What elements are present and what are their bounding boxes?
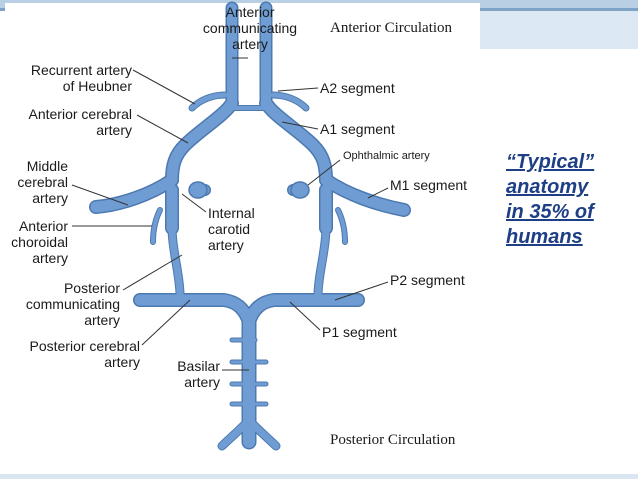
note-line3: in 35% of [506, 201, 594, 223]
leader-pcom [122, 254, 183, 291]
anterior-circulation-header: Anterior Circulation [330, 20, 453, 36]
label-basilar-line1: Basilar [177, 358, 220, 374]
label-ica: Internal carotid artery [208, 205, 255, 253]
leader-pca [141, 299, 191, 346]
label-basilar-line2: artery [184, 374, 220, 390]
left-ica-lumen [188, 181, 208, 199]
label-ach-line1: Anterior [18, 218, 68, 234]
leader-ica [181, 193, 207, 213]
leader-m1 [367, 187, 389, 199]
label-ach: Anterior choroidal artery [4, 218, 68, 266]
label-acom: Anterior communicating artery [190, 4, 310, 52]
label-acom-line2: communicating [202, 20, 298, 36]
label-pcom: Posterior communicating artery [8, 280, 120, 328]
label-a2: A2 segment [320, 80, 395, 96]
leader-lines [71, 57, 389, 371]
leader-aca [136, 114, 189, 144]
label-ach-line2: choroidal [11, 234, 68, 250]
label-a1: A1 segment [320, 121, 395, 137]
label-acom-line3: artery [232, 36, 268, 52]
label-ach-line3: artery [32, 250, 68, 266]
label-mca-line2: cerebral [17, 174, 68, 190]
leader-a1 [281, 121, 319, 130]
label-pca: Posterior cerebral artery [8, 338, 141, 370]
label-mca-line3: artery [32, 190, 68, 206]
label-acom-line1: Anterior [225, 4, 275, 20]
label-pca-line2: artery [104, 354, 140, 370]
label-aca-line1: Anterior cerebral [28, 106, 133, 122]
arteries [89, 1, 411, 451]
label-ophthalmic: Ophthalmic artery [343, 150, 430, 162]
label-pca-line1: Posterior cerebral [29, 338, 141, 354]
leader-a2 [277, 87, 319, 92]
label-heubner: Recurrent artery of Heubner [8, 62, 132, 94]
note-line4: humans [506, 226, 583, 248]
note-line2: anatomy [506, 176, 589, 198]
side-panel [480, 11, 638, 49]
leader-ophthalmic [307, 159, 341, 186]
label-heubner-line1: Recurrent artery [30, 62, 132, 78]
label-mca: Middle cerebral artery [8, 158, 68, 206]
leader-mca [71, 184, 129, 206]
note-line1: “Typical” [506, 151, 595, 173]
posterior-circulation-header: Posterior Circulation [330, 432, 456, 448]
label-pcom-line1: Posterior [63, 280, 120, 296]
label-mca-line1: Middle [26, 158, 68, 174]
bottom-band [0, 474, 638, 479]
label-m1: M1 segment [390, 177, 468, 193]
label-p2: P2 segment [390, 272, 465, 288]
label-pcom-line3: artery [84, 312, 120, 328]
leader-p2 [334, 281, 389, 301]
label-p1: P1 segment [322, 324, 397, 340]
label-ica-line1: Internal [208, 205, 255, 221]
label-ica-line2: carotid [208, 221, 251, 237]
label-basilar: Basilar artery [150, 358, 220, 390]
label-pcom-line2: communicating [25, 296, 120, 312]
leader-heubner [132, 69, 196, 105]
label-aca-line2: artery [96, 122, 132, 138]
label-ica-line3: artery [208, 237, 244, 253]
right-ica-lumen [290, 181, 310, 199]
label-heubner-line2: of Heubner [62, 78, 132, 94]
label-aca: Anterior cerebral artery [8, 106, 133, 138]
leader-p1 [289, 301, 321, 331]
typical-anatomy-note: “Typical” anatomy in 35% of humans [506, 150, 631, 250]
